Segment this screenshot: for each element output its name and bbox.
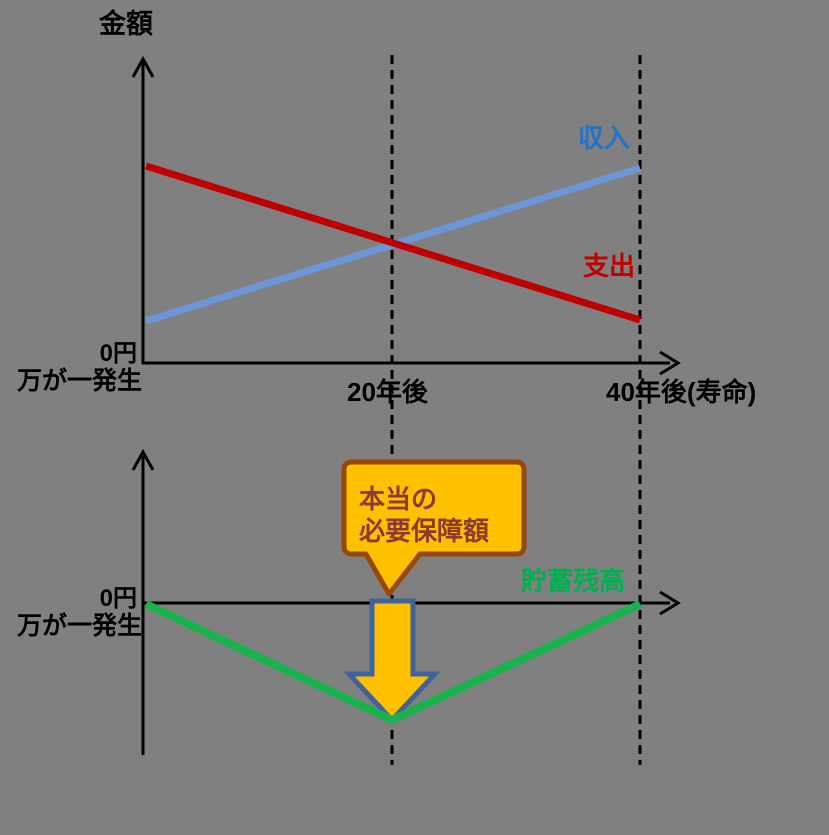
top-y-axis-arrow-icon [131, 55, 155, 78]
top-zero-label: 0円 [100, 340, 137, 367]
bottom-x-axis-arrow-icon [659, 590, 681, 616]
top-event-label: 万が一発生 [17, 366, 142, 395]
bottom-y-axis-arrow-icon [131, 448, 155, 471]
callout-text-line2: 必要保障額 [359, 516, 489, 546]
down-arrow-icon [343, 598, 441, 724]
bottom-chart: 本当の 必要保障額 0円 万が一発生 貯蓄残高 [17, 448, 681, 755]
tick-40y-label: 40年後(寿命) [606, 377, 756, 407]
savings-line [144, 600, 642, 725]
savings-line-label: 貯蓄残高 [521, 566, 625, 596]
bottom-event-label: 万が一発生 [17, 611, 142, 640]
expense-line-label: 支出 [583, 251, 635, 281]
top-chart: 金額 収入 支出 0円 万が一発生 20年後 40年後(寿命) [17, 8, 756, 407]
callout-text-line1: 本当の [359, 484, 437, 514]
income-line-label: 収入 [578, 123, 630, 153]
top-x-axis-arrow-icon [659, 350, 681, 376]
tick-20y-label: 20年後 [347, 377, 429, 407]
expense-line [144, 162, 642, 324]
bottom-zero-label: 0円 [100, 585, 137, 612]
amount-axis-label: 金額 [98, 8, 153, 39]
callout-bubble [341, 459, 527, 597]
